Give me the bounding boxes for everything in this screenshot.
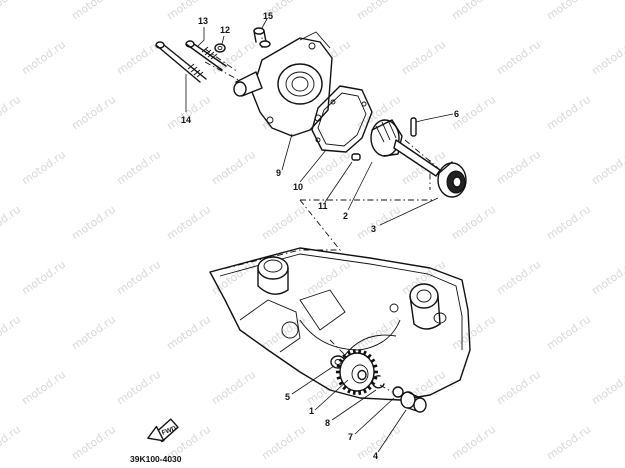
watermark-text: motod.ru: [164, 93, 213, 133]
watermark-text: motod.ru: [164, 313, 213, 353]
leader-lines: [185, 18, 454, 453]
callout-8: 8: [325, 418, 330, 428]
pin-6: [410, 117, 417, 137]
callout-4: 4: [373, 451, 378, 461]
watermark-text: motod.ru: [544, 423, 593, 463]
callout-2: 2: [343, 211, 348, 221]
watermark-text: motod.ru: [354, 423, 403, 463]
watermark-text: motod.ru: [19, 258, 68, 298]
pump-housing-9: [233, 31, 333, 137]
watermark-text: motod.ru: [114, 368, 163, 408]
callout-15: 15: [263, 11, 273, 21]
watermark-text: motod.ru: [399, 38, 448, 78]
bearing-3: [437, 161, 467, 198]
dowel-pin-11: [351, 153, 361, 161]
washer-12: [214, 43, 226, 53]
watermark-text: motod.ru: [544, 93, 593, 133]
fwd-label: FWD: [161, 425, 178, 437]
watermark-text: motod.ru: [449, 423, 498, 463]
circlip-8: [371, 375, 385, 389]
watermark-text: motod.ru: [259, 313, 308, 353]
watermark-text: motod.ru: [589, 148, 625, 188]
watermark-text: motod.ru: [304, 258, 353, 298]
bushing-4: [400, 391, 427, 413]
watermark-text: motod.ru: [354, 313, 403, 353]
watermark-text: motod.ru: [164, 203, 213, 243]
callout-14: 14: [181, 115, 191, 125]
watermark-text: motod.ru: [449, 203, 498, 243]
callout-5: 5: [285, 392, 290, 402]
watermark-text: motod.ru: [259, 423, 308, 463]
watermark-text: motod.ru: [69, 313, 118, 353]
impeller-shaft-2: [370, 119, 441, 177]
callout-12: 12: [220, 25, 230, 35]
fwd-direction-badge: FWD: [147, 418, 179, 443]
callout-11: 11: [318, 201, 328, 211]
watermark-text: motod.ru: [209, 38, 258, 78]
diagram-code: 39K100-4030: [130, 454, 182, 464]
bolt-13: [185, 40, 227, 71]
watermark-text: motod.ru: [0, 423, 23, 463]
watermark-text: motod.ru: [589, 258, 625, 298]
watermark-text: motod.ru: [209, 148, 258, 188]
drive-gear-1: [336, 349, 378, 395]
watermark-text: motod.ru: [494, 368, 543, 408]
callout-7: 7: [348, 432, 353, 442]
watermark-text: motod.ru: [589, 38, 625, 78]
callout-10: 10: [293, 182, 303, 192]
watermark-text: motod.ru: [494, 258, 543, 298]
callout-9: 9: [276, 168, 281, 178]
callout-3: 3: [371, 224, 376, 234]
watermark-text: motod.ru: [19, 368, 68, 408]
watermark-text: motod.ru: [69, 0, 118, 22]
bolt-long-14: [155, 41, 207, 83]
watermark-text: motod.ru: [544, 0, 593, 22]
gasket-10: [311, 85, 373, 153]
watermark-text: motod.ru: [114, 258, 163, 298]
watermark-text: motod.ru: [69, 423, 118, 463]
watermark-text: motod.ru: [354, 0, 403, 22]
watermark-text: motod.ru: [494, 38, 543, 78]
watermark-text: motod.ru: [114, 148, 163, 188]
watermark-text: motod.ru: [209, 368, 258, 408]
watermark-text: motod.ru: [354, 203, 403, 243]
callout-1: 1: [309, 406, 314, 416]
watermark-text: motod.ru: [0, 93, 23, 133]
watermark-text: motod.ru: [69, 203, 118, 243]
watermark-text: motod.ru: [0, 313, 23, 353]
watermark-text: motod.ru: [19, 148, 68, 188]
watermark-text: motod.ru: [209, 258, 258, 298]
watermark-text: motod.ru: [544, 203, 593, 243]
watermark-text: motod.ru: [449, 313, 498, 353]
watermark-text: motod.ru: [449, 0, 498, 22]
callout-labels: 13 12 15 14 9 10 11 2 3 6 5 1 8 7 4: [181, 11, 459, 461]
callout-6: 6: [454, 109, 459, 119]
watermark-text: motod.ru: [259, 203, 308, 243]
watermark-text: motod.ru: [19, 38, 68, 78]
watermark-text: motod.ru: [589, 368, 625, 408]
watermark-text: motod.ru: [0, 203, 23, 243]
callout-13: 13: [198, 16, 208, 26]
watermark-text: motod.ru: [494, 148, 543, 188]
bolt-15: [253, 27, 271, 48]
washer-7: [392, 386, 404, 398]
watermark-text: motod.ru: [544, 313, 593, 353]
watermark-text: motod.ru: [69, 93, 118, 133]
crankcase-cover: [209, 247, 471, 401]
watermark-text: motod.ru: [0, 0, 23, 22]
